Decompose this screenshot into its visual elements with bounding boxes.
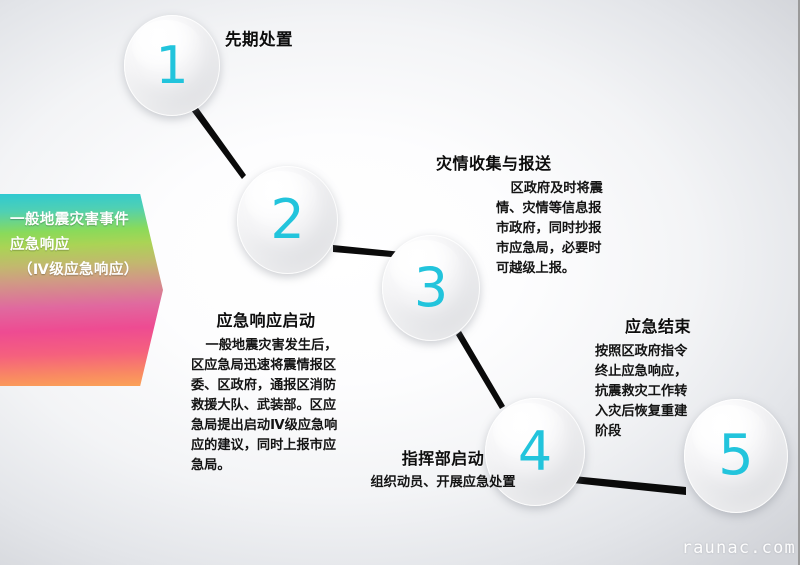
step-node-5[interactable]: 5 [684,399,788,513]
step-block-4: 指挥部启动 组织动员、开展应急处置 [368,445,518,493]
step-number-5: 5 [718,423,754,488]
step-block-2: 应急响应启动 一般地震灾害发生后，区应急局迅速将震情报区委、区政府，通报区消防救… [186,307,346,476]
step-body-5: 按照区政府指令终止应急响应，抗震救灾工作转入灾后恢复重建阶段 [595,344,688,440]
banner-arrow-shape [0,194,163,386]
step-title-4: 指挥部启动 [401,449,485,468]
banner-line-2: 应急响应 [10,236,70,253]
step-title-2: 应急响应启动 [216,311,316,330]
step-number-4: 4 [517,420,553,483]
step-block-1: 先期处置 [225,26,293,50]
connector-3-4 [456,331,505,409]
step-number-2: 2 [270,188,305,251]
connector-4-5 [573,476,686,495]
watermark: raunac.com [681,538,796,558]
step-body-3: 区政府及时将震情、灾情等信息报市政府，同时抄报市应急局，必要时可越级上报。 [496,181,603,277]
step-node-2[interactable]: 2 [237,166,338,274]
step-title-5: 应急结束 [624,317,691,336]
step-body-2: 一般地震灾害发生后，区应急局迅速将震情报区委、区政府，通报区消防救援大队、武装部… [191,338,338,474]
step-title-3: 灾情收集与报送 [436,154,552,173]
banner-line-1: 一般地震灾害事件 [10,212,130,228]
step-node-4[interactable]: 4 [485,398,585,506]
step-block-5: 应急结束 按照区政府指令终止应急响应，抗震救灾工作转入灾后恢复重建阶段 [583,313,733,442]
step-node-1[interactable]: 1 [124,15,220,116]
banner-text: 一般地震灾害事件 应急响应 （Ⅳ级应急响应） [0,194,163,386]
step-number-1: 1 [155,35,189,96]
step-body-4: 组织动员、开展应急处置 [370,475,516,490]
step-title-1: 先期处置 [225,30,293,49]
banner-line-3: （Ⅳ级应急响应） [18,261,139,278]
step-number-3: 3 [413,256,449,319]
title-banner: 一般地震灾害事件 应急响应 （Ⅳ级应急响应） [0,194,163,386]
connector-1-2 [188,101,246,179]
step-block-3: 灾情收集与报送 区政府及时将震情、灾情等信息报市政府，同时抄报市应急局，必要时可… [434,150,616,279]
